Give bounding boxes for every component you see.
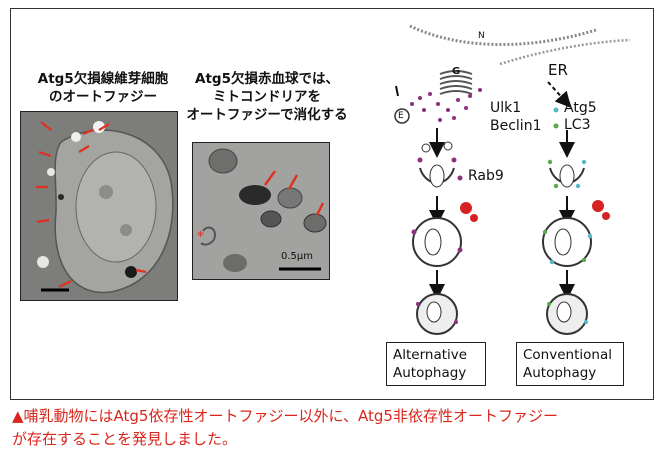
left-heading-line1: Atg5欠損線維芽細胞: [37, 71, 169, 87]
ulk1-label: Ulk1: [490, 100, 522, 116]
erythrocyte-micrograph-drawing: *: [193, 143, 329, 279]
golgi-stack: [439, 70, 473, 95]
atg5-dot: [553, 107, 559, 113]
er-label: ER: [548, 61, 568, 79]
middle-heading-line1: Atg5欠損赤血球では、: [195, 71, 339, 87]
endosome-label: E: [398, 111, 404, 121]
left-panel-heading: Atg5欠損線維芽細胞 のオートファジー: [28, 70, 178, 106]
conv-autophagosome: [542, 217, 593, 267]
scale-bar-label: 0.5μm: [281, 251, 314, 262]
fibroblast-micrograph-drawing: [21, 112, 177, 300]
alt-autolysosome: [416, 293, 458, 335]
alt-box-line2: Autophagy: [393, 365, 467, 381]
conv-autolysosome: [546, 293, 588, 335]
left-heading-line2: のオートファジー: [49, 89, 157, 105]
beclin1-label: Beclin1: [490, 118, 542, 134]
conv-box-line2: Autophagy: [523, 365, 597, 381]
conv-box-line1: Conventional: [523, 347, 612, 363]
conv-phagophore: [547, 159, 587, 189]
golgi-label: G: [452, 66, 461, 77]
alt-box-line1: Alternative: [393, 347, 468, 363]
er-membrane: [499, 38, 631, 66]
nucleus-envelope: [409, 24, 597, 46]
rab9-label: Rab9: [468, 168, 504, 184]
er-arrow: [547, 81, 572, 108]
atg5-label: Atg5: [564, 100, 597, 116]
alt-phagophore: [417, 141, 457, 188]
caption-line1: ▲哺乳動物にはAtg5依存性オートファジー以外に、Atg5非依存性オートファジー: [12, 407, 558, 425]
conventional-autophagy-box: Conventional Autophagy: [516, 342, 624, 386]
alternative-autophagy-box: Alternative Autophagy: [386, 342, 486, 386]
endosome: [394, 108, 410, 124]
caption-line2: が存在することを発見しました。: [12, 430, 238, 448]
lc3-dot: [553, 123, 559, 129]
rab9-dots-golgi: [410, 88, 482, 122]
fibroblast-micrograph: [20, 111, 178, 301]
middle-panel-heading: Atg5欠損赤血球では、 ミトコンドリアを オートファジーで消化する: [178, 70, 356, 124]
alt-autophagosome: [411, 217, 463, 267]
middle-heading-line3: オートファジーで消化する: [186, 107, 348, 123]
lc3-label: LC3: [564, 117, 591, 133]
erythrocyte-micrograph: * 0.5μm: [192, 142, 330, 280]
nucleus-label: N: [478, 31, 485, 41]
figure-caption: ▲哺乳動物にはAtg5依存性オートファジー以外に、Atg5非依存性オートファジー…: [12, 405, 652, 451]
middle-heading-line2: ミトコンドリアを: [213, 89, 321, 105]
svg-text:*: *: [197, 229, 204, 245]
